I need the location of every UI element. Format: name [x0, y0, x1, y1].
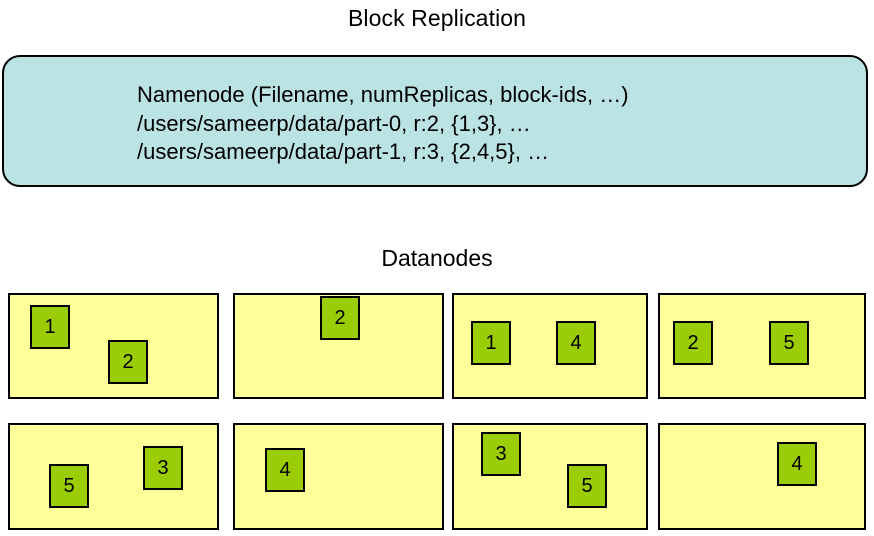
namenode-header-line: Namenode (Filename, numReplicas, block-i…: [137, 82, 629, 107]
datanode-box: [658, 423, 866, 530]
block-square: 5: [769, 321, 809, 365]
block-square: 3: [481, 432, 521, 476]
datanode-box: [8, 423, 219, 530]
block-square: 2: [673, 321, 713, 365]
namenode-text: Namenode (Filename, numReplicas, block-i…: [137, 81, 629, 167]
block-square: 5: [567, 464, 607, 508]
block-square: 4: [265, 448, 305, 492]
namenode-box: Namenode (Filename, numReplicas, block-i…: [2, 55, 868, 187]
block-square: 3: [143, 446, 183, 490]
block-square: 2: [320, 296, 360, 340]
namenode-file-line-0: /users/sameerp/data/part-0, r:2, {1,3}, …: [137, 110, 531, 136]
block-square: 5: [49, 464, 89, 508]
block-square: 2: [108, 340, 148, 384]
block-square: 4: [556, 321, 596, 365]
page-title: Block Replication: [347, 5, 527, 31]
block-square: 1: [30, 305, 70, 349]
block-square: 1: [471, 321, 511, 365]
namenode-file-line-1: /users/sameerp/data/part-1, r:3, {2,4,5}…: [137, 139, 550, 164]
block-square: 4: [777, 442, 817, 486]
datanodes-label: Datanodes: [381, 245, 493, 271]
